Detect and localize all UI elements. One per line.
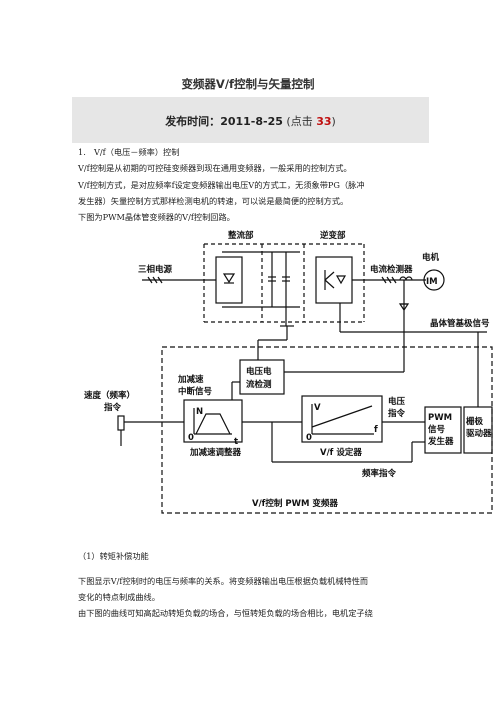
vf-control-block-diagram: 整流部 逆变部 三相电源 电机 IM 电流检测器 晶体管基极信号 电压电 流检测… (84, 230, 493, 514)
section1-paragraph: 下图为PWM晶体管变频器的V/f控制回路。 (78, 212, 235, 222)
click-count: 33 (316, 115, 332, 128)
section2-paragraph: 变化的特点制成曲线。 (78, 592, 160, 602)
section1-paragraph: V/f控制是从初期的可控硅变频器到现在通用变频器，一般采用的控制方式。 (78, 163, 352, 173)
vi-detect-line2: 流检测 (246, 379, 272, 390)
section1-paragraph: V/f控制方式，是对应频率f设定变频器输出电压V的方式工，无须象带PG（脉冲 (78, 180, 365, 190)
pwm-line1: PWM (428, 413, 452, 423)
voltage-command-line1: 电压 (388, 396, 406, 407)
speed-command-line2: 指令 (104, 402, 122, 413)
gate-driver-line2: 驱动器 (466, 428, 492, 439)
section1-heading: 1. V/f（电压－频率）控制 (78, 147, 180, 157)
pwm-line3: 发生器 (427, 436, 454, 447)
vf-setter-label: V/f 设定器 (320, 447, 362, 458)
section2-heading: （1）转矩补偿功能 (78, 551, 149, 561)
pwm-line2: 信号 (428, 424, 446, 435)
vf-graph-zero: 0 (306, 433, 312, 443)
diagram-caption: V/f控制 PWM 变频器 (252, 498, 338, 509)
accel-interrupt-line2: 中断信号 (178, 386, 213, 397)
article-title: 变频器V/f控制与矢量控制 (181, 77, 315, 91)
accel-graph-t: t (234, 437, 238, 447)
clicks-suffix: ) (331, 115, 336, 128)
publish-info: 发布时间：2011-8-25 (点击 33) (72, 113, 429, 129)
inverter-label: 逆变部 (320, 230, 346, 241)
published-date: 2011-8-25 (220, 115, 283, 128)
vi-detect-line1: 电压电 (246, 366, 272, 377)
motor-symbol: IM (426, 277, 438, 287)
three-phase-label: 三相电源 (138, 264, 173, 275)
transistor-base-label: 晶体管基极信号 (430, 318, 490, 329)
publish-info-bar: 发布时间：2011-8-25 (点击 33) (72, 97, 429, 143)
vf-graph-f: f (374, 425, 378, 435)
vf-graph-v: V (314, 403, 321, 413)
clicks-prefix: (点击 (282, 115, 317, 128)
published-label: 发布时间： (165, 115, 221, 128)
section2-paragraph: 由下图的曲线可知高起动转矩负载的场合，与恒转矩负载的场合相比，电机定子绕 (78, 608, 373, 618)
motor-label: 电机 (422, 252, 440, 263)
rectifier-label: 整流部 (228, 230, 254, 241)
frequency-command-label: 频率指令 (362, 468, 397, 479)
accel-regulator-label: 加减速调整器 (189, 447, 242, 458)
voltage-command-line2: 指令 (388, 408, 406, 419)
section1-paragraph: 发生器）矢量控制方式那样检测电机的转速，可以说是最简便的控制方式。 (78, 196, 349, 206)
section2-paragraph: 下图显示V/f控制时的电压与频率的关系。将变频器输出电压根据负载机械特性而 (78, 576, 369, 586)
current-detector-label: 电流检测器 (370, 264, 413, 275)
accel-interrupt-line1: 加减速 (177, 374, 204, 385)
accel-graph-n: N (196, 407, 203, 417)
accel-graph-zero: 0 (188, 433, 194, 443)
gate-driver-line1: 栅极 (466, 416, 484, 427)
speed-command-line1: 速度（频率） (84, 390, 135, 401)
